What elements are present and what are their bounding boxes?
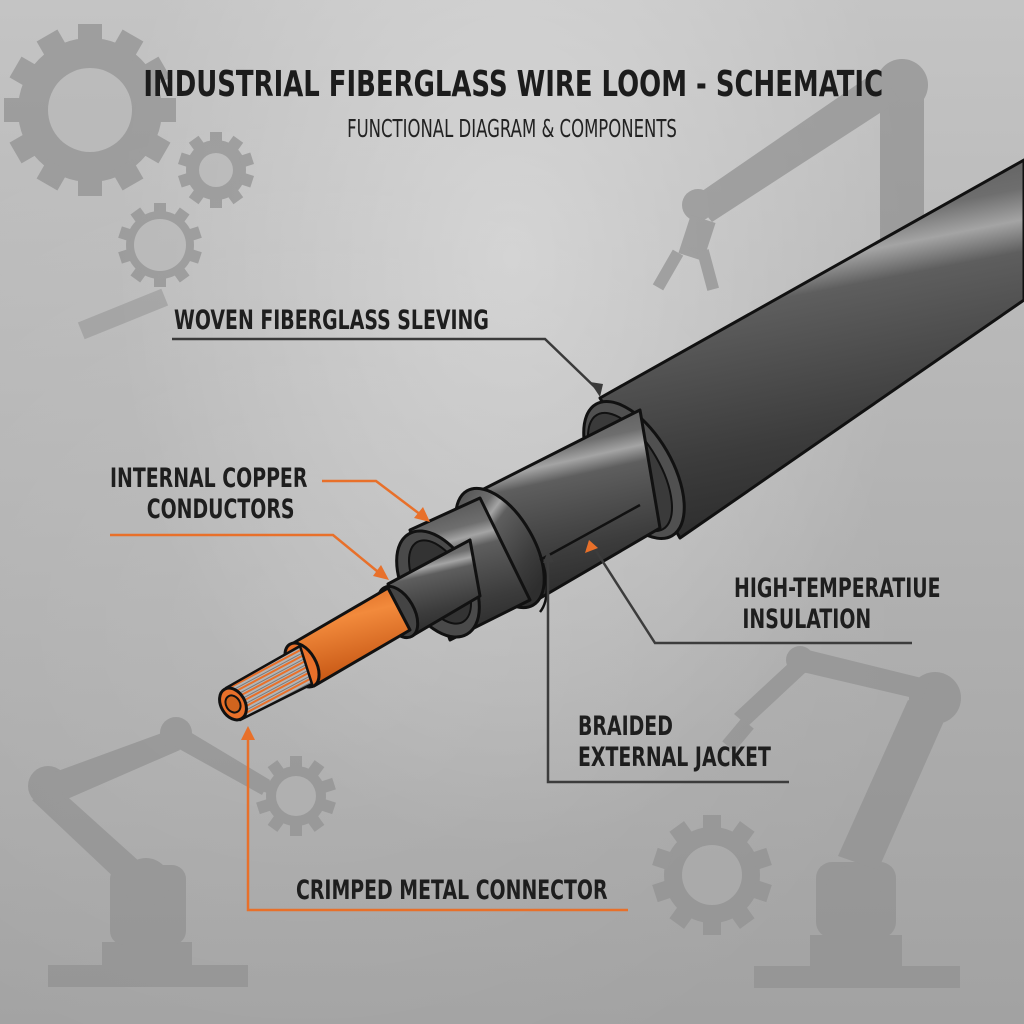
leader-braided-jacket (546, 560, 789, 784)
label-internal-copper-conductors: INTERNAL COPPER CONDUCTORS (110, 463, 307, 525)
label-line: HIGH-TEMPERATIUE (734, 573, 941, 604)
label-line: INTERNAL COPPER (110, 463, 308, 494)
leader-lines (110, 337, 912, 912)
page-subtitle: FUNCTIONAL DIAGRAM & COMPONENTS (347, 114, 677, 143)
wire-loom-cable (218, 158, 1024, 722)
label-line: CONDUCTORS (146, 494, 295, 525)
label-line: INSULATION (742, 604, 872, 635)
background-silhouettes (4, 24, 961, 988)
gear-icon (118, 203, 202, 287)
label-woven-fiberglass-sleeving: WOVEN FIBERGLASS SLEVING (174, 305, 489, 336)
robot-arm-icon (722, 646, 961, 988)
gear-icon (256, 756, 336, 836)
label-high-temperature-insulation: HIGH-TEMPERATIUE INSULATION (734, 573, 941, 635)
label-braided-external-jacket: BRAIDED EXTERNAL JACKET (578, 711, 771, 773)
leader-copper-lower (110, 533, 384, 577)
label-crimped-metal-connector: CRIMPED METAL CONNECTOR (296, 875, 608, 906)
label-line: EXTERNAL JACKET (578, 742, 771, 773)
leader-woven-sleeving (172, 337, 601, 393)
leader-crimped-connector (246, 735, 628, 912)
robot-arm-icon (28, 717, 270, 987)
label-line: BRAIDED (578, 711, 673, 742)
leader-copper-upper (322, 479, 426, 519)
page-title: INDUSTRIAL FIBERGLASS WIRE LOOM - SCHEMA… (143, 64, 884, 105)
label-line: CRIMPED METAL CONNECTOR (296, 875, 608, 906)
label-line: WOVEN FIBERGLASS SLEVING (174, 305, 489, 336)
gear-icon (4, 24, 176, 196)
gear-icon (652, 815, 772, 935)
leader-high-temp (594, 550, 912, 645)
gear-icon (178, 132, 254, 208)
